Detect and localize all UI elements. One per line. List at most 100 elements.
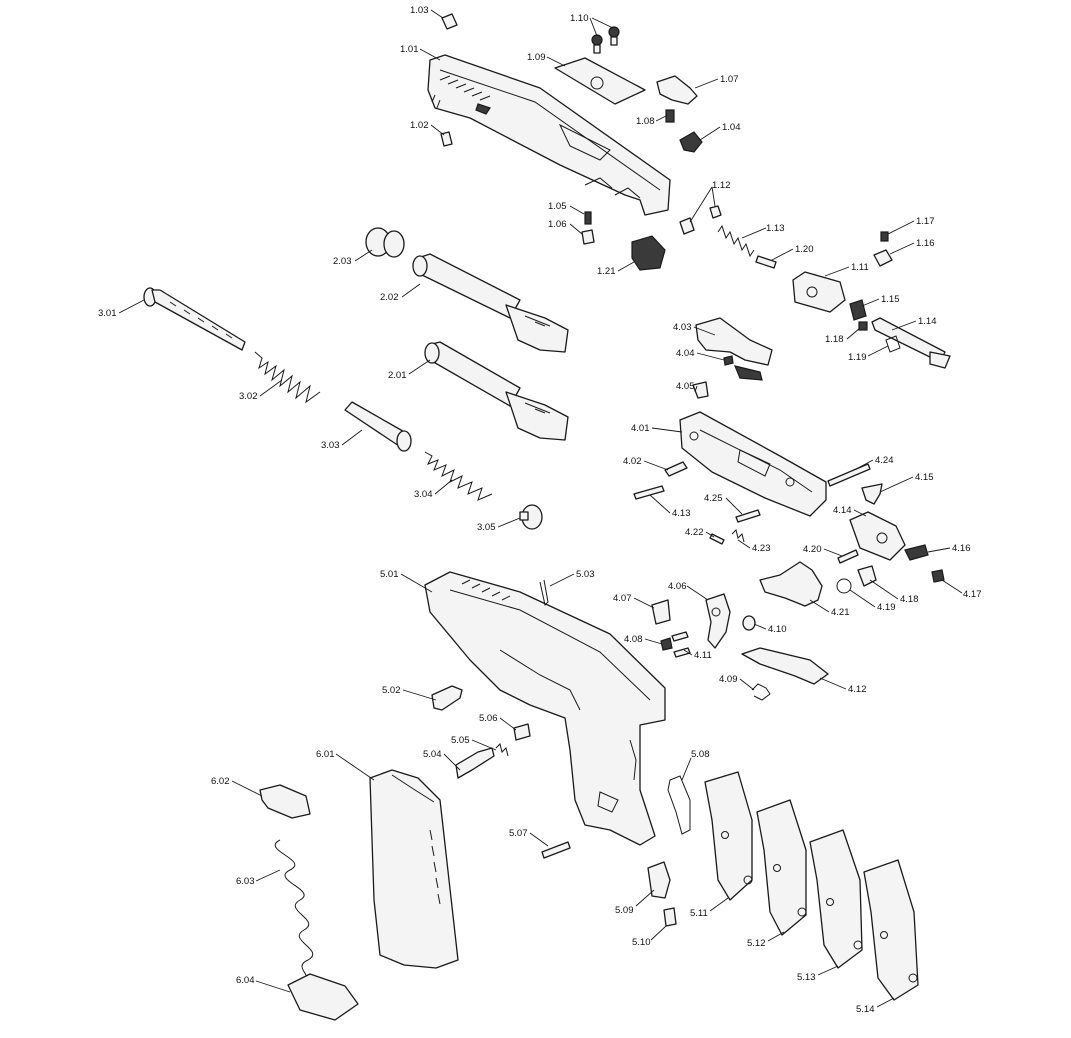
part-4-10-bushing xyxy=(742,615,756,631)
callout-1-10: 1.10 xyxy=(570,13,589,24)
part-3-02-recoil-spring xyxy=(254,351,321,404)
callout-5-13: 5.13 xyxy=(797,972,816,983)
magazine-assembly xyxy=(259,769,459,1021)
part-3-05-cap xyxy=(519,504,543,530)
part-1-03-front-sight xyxy=(441,13,458,30)
part-1-01-slide xyxy=(427,54,671,216)
part-1-04-rear-sight-base xyxy=(679,131,703,153)
callout-5-06: 5.06 xyxy=(479,713,498,724)
callout-3-03: 3.03 xyxy=(321,440,340,451)
part-1-10-screws xyxy=(591,26,620,54)
callout-4-20: 4.20 xyxy=(803,544,822,555)
part-5-13-grip-large xyxy=(809,829,863,969)
callout-1-15: 1.15 xyxy=(881,294,900,305)
part-6-02-follower xyxy=(259,784,311,819)
callout-2-03: 2.03 xyxy=(333,256,352,267)
part-4-02-pin xyxy=(664,461,688,477)
part-5-05-spring xyxy=(495,743,509,757)
callout-4-21: 4.21 xyxy=(831,607,850,618)
part-5-08-spring xyxy=(667,775,691,835)
part-5-04-magazine-release xyxy=(455,747,495,779)
part-4-25-pin xyxy=(735,509,761,523)
part-4-12-trigger-bar xyxy=(741,647,829,685)
part-3-03-sleeve xyxy=(344,401,412,452)
callout-1-14: 1.14 xyxy=(918,316,937,327)
callout-5-08: 5.08 xyxy=(691,749,710,760)
callout-4-19: 4.19 xyxy=(877,602,896,613)
part-5-03-spring xyxy=(539,579,549,607)
part-2-02-threaded-barrel xyxy=(412,253,569,353)
part-1-07-rear-sight xyxy=(656,75,698,105)
callout-6-02: 6.02 xyxy=(211,776,230,787)
part-1-20-spring-cup xyxy=(755,255,777,269)
part-4-19-torsion-spring xyxy=(836,578,852,594)
part-4-04-pin xyxy=(723,355,734,366)
callout-5-12: 5.12 xyxy=(747,938,766,949)
callout-5-01: 5.01 xyxy=(380,569,399,580)
callout-1-07: 1.07 xyxy=(720,74,739,85)
callout-3-02: 3.02 xyxy=(239,391,258,402)
callout-1-02: 1.02 xyxy=(410,120,429,131)
callout-5-03: 5.03 xyxy=(576,569,595,580)
callout-4-03: 4.03 xyxy=(673,322,692,333)
callout-3-05: 3.05 xyxy=(477,522,496,533)
callout-4-18: 4.18 xyxy=(900,594,919,605)
part-2-01-standard-barrel xyxy=(424,341,569,441)
callout-5-14: 5.14 xyxy=(856,1004,875,1015)
barrel-assembly xyxy=(365,227,569,441)
part-1-18-pin xyxy=(858,321,868,331)
part-1-11-striker-block xyxy=(792,271,846,313)
part-4-24-pin xyxy=(827,463,871,487)
callout-6-04: 6.04 xyxy=(236,975,255,986)
part-1-05-spring xyxy=(584,211,592,225)
callout-5-04: 5.04 xyxy=(423,749,442,760)
callout-1-12: 1.12 xyxy=(712,180,731,191)
part-1-06-plunger xyxy=(581,229,595,245)
part-5-12-grip-medium xyxy=(756,799,807,936)
part-4-01-fire-control-housing xyxy=(679,411,827,517)
part-1-19-clip xyxy=(885,335,901,353)
part-1-02-extractor-pin xyxy=(440,131,453,147)
callout-1-18: 1.18 xyxy=(825,334,844,345)
callout-4-24: 4.24 xyxy=(875,455,894,466)
callout-4-05: 4.05 xyxy=(676,381,695,392)
part-4-09-spring xyxy=(751,683,771,701)
part-5-09-lanyard-loop xyxy=(647,861,671,899)
part-1-21-striker-cover xyxy=(631,235,666,271)
part-4-13-pin xyxy=(633,485,665,500)
part-2-03-bushing xyxy=(365,227,405,258)
callout-4-13: 4.13 xyxy=(672,508,691,519)
callout-4-11: 4.11 xyxy=(694,650,712,661)
callout-labels: 1.03 1.10 1.01 1.09 1.07 1.08 1.04 1.02 … xyxy=(98,5,982,1015)
part-5-07-pin xyxy=(541,841,571,859)
callout-4-15: 4.15 xyxy=(915,472,934,483)
part-5-01-frame xyxy=(424,571,666,846)
callout-5-10: 5.10 xyxy=(632,937,651,948)
fire-control-assembly xyxy=(633,317,945,701)
callout-1-21: 1.21 xyxy=(597,266,616,277)
callout-5-07: 5.07 xyxy=(509,828,528,839)
part-4-11-pins xyxy=(671,631,691,658)
part-5-02-slide-stop xyxy=(431,685,463,711)
part-6-01-magazine-body xyxy=(369,769,459,969)
callout-4-04: 4.04 xyxy=(676,348,695,359)
callout-1-19: 1.19 xyxy=(848,352,867,363)
callout-6-01: 6.01 xyxy=(316,749,335,760)
callout-5-02: 5.02 xyxy=(382,685,401,696)
callout-4-25: 4.25 xyxy=(704,493,723,504)
part-1-17-spring xyxy=(880,231,889,242)
callout-4-16: 4.16 xyxy=(952,543,971,554)
part-5-06-pin xyxy=(513,723,531,741)
callout-1-04: 1.04 xyxy=(722,122,741,133)
part-4-23-spring xyxy=(731,529,745,543)
frame-assembly xyxy=(424,571,919,1001)
callout-3-04: 3.04 xyxy=(414,489,433,500)
part-1-09-optic-cover-plate xyxy=(554,57,646,105)
part-4-08-spring xyxy=(660,637,673,651)
part-6-03-magazine-spring xyxy=(274,839,314,986)
callout-1-06: 1.06 xyxy=(548,219,567,230)
part-1-08-sight-spring xyxy=(665,109,675,123)
part-4-07-trigger-bar-part xyxy=(651,599,671,625)
callout-1-20: 1.20 xyxy=(795,244,814,255)
